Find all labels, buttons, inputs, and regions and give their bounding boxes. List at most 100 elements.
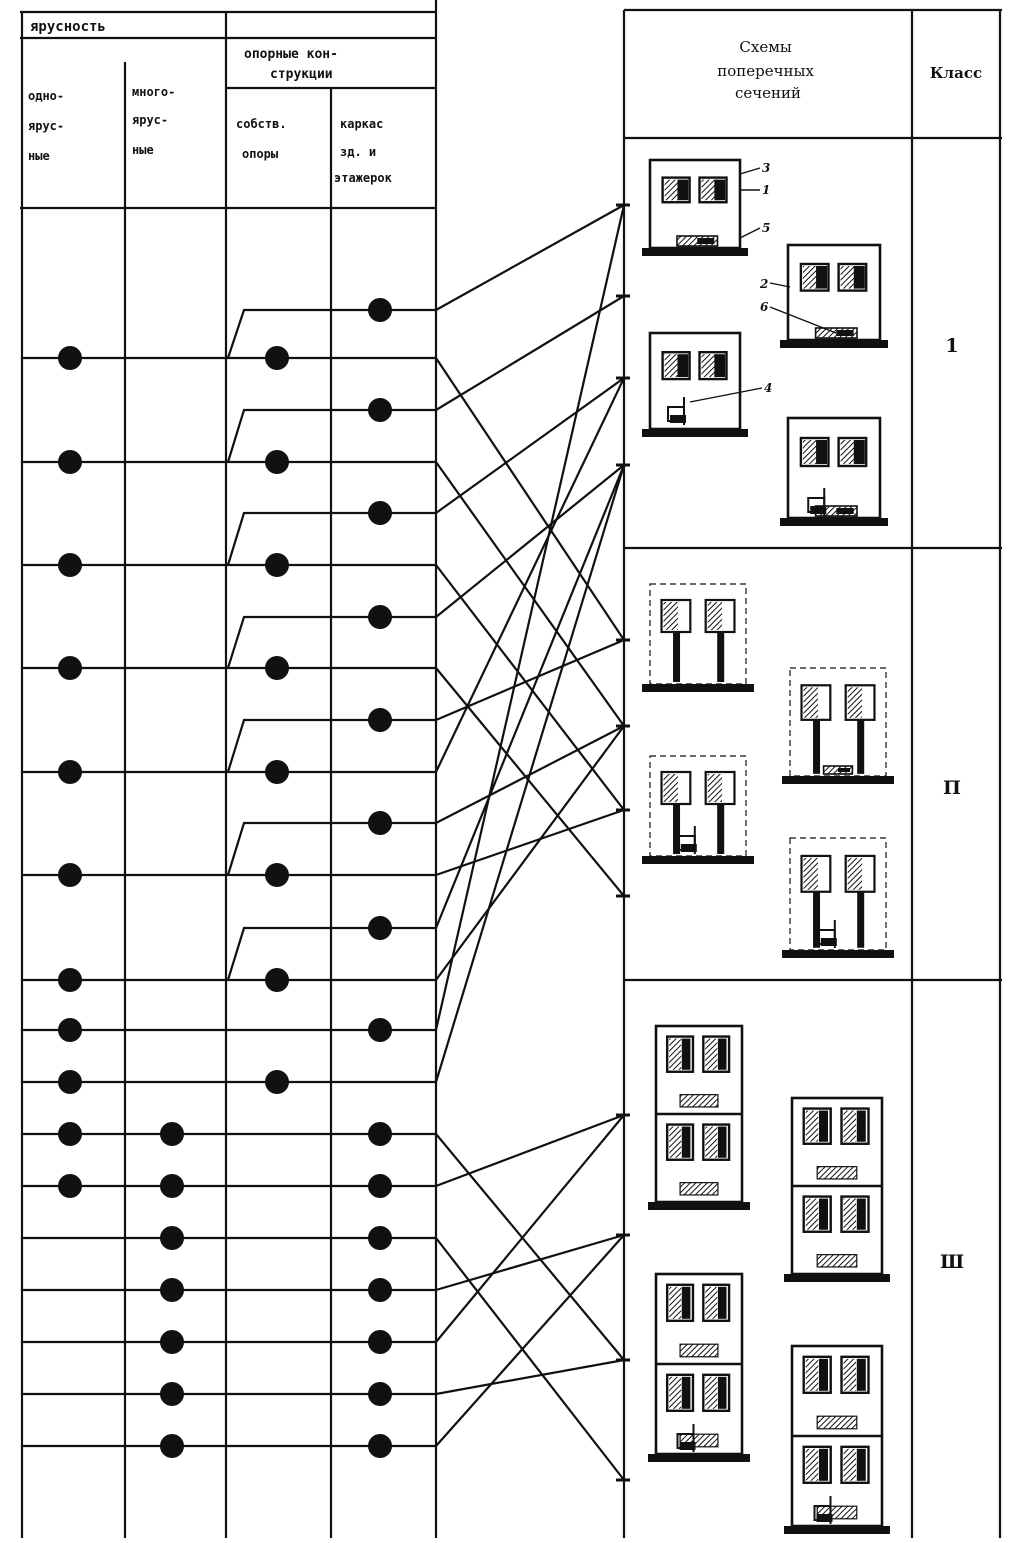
- row-dot: [160, 1382, 184, 1406]
- tower-bundle-hatch: [705, 1376, 718, 1409]
- row-dot: [368, 1122, 392, 1146]
- callout-3: 3: [762, 161, 770, 175]
- row-dot: [160, 1226, 184, 1250]
- row-dot: [265, 450, 289, 474]
- connection-line: [435, 357, 625, 641]
- tower-bundle-fill: [819, 1448, 828, 1481]
- header-multi-tier: много- ярус- ные: [132, 85, 183, 157]
- tower-bundle-fill: [717, 1126, 727, 1158]
- row-dot: [160, 1330, 184, 1354]
- frame-outline: [786, 243, 882, 342]
- truck-base: [816, 1514, 833, 1522]
- scheme-multilevel: [784, 1344, 890, 1534]
- row-dot: [160, 1122, 184, 1146]
- connection-line: [435, 377, 625, 773]
- tower-bundle-fill: [681, 1376, 691, 1409]
- connection-line: [435, 1114, 625, 1343]
- pylon-bundle-hatch: [663, 602, 678, 630]
- cable-bundle-hatch: [802, 440, 819, 464]
- connection-line: [435, 638, 625, 722]
- pylon-bundle-hatch: [803, 857, 818, 890]
- pylon-bundle-hatch: [663, 774, 678, 802]
- tower-bundle-fill: [819, 1110, 828, 1142]
- truck-base: [670, 415, 686, 423]
- tower-tray: [816, 1166, 858, 1180]
- connection-line: [435, 464, 625, 618]
- right-table-frame: [622, 8, 1002, 1538]
- pylon-bundle-hatch: [707, 774, 723, 802]
- frame-outline: [786, 416, 882, 520]
- tower-bundle-fill: [856, 1448, 866, 1481]
- callout-6: 6: [760, 300, 769, 314]
- connection-line: [435, 295, 625, 411]
- tower-bundle-hatch: [805, 1448, 819, 1481]
- connection-line: [434, 464, 626, 1083]
- ground-slab: [648, 1202, 750, 1210]
- scheme-pylon: [782, 667, 894, 784]
- connection-line: [435, 1237, 625, 1481]
- tower-bundle-hatch: [843, 1198, 857, 1230]
- tower-bundle-fill: [717, 1376, 727, 1409]
- pylon-post: [813, 719, 821, 774]
- pylon-bundle-hatch: [803, 687, 818, 718]
- connection-line: [435, 1234, 625, 1447]
- row-dot: [368, 1174, 392, 1198]
- tower-tray: [816, 1415, 858, 1430]
- header-support-title: опорные кон- струкции: [244, 47, 346, 82]
- tower-bundle-hatch: [669, 1286, 682, 1319]
- ground-slab: [782, 776, 894, 784]
- connection-line: [435, 377, 625, 514]
- pylon-post: [813, 891, 821, 948]
- row-dot: [58, 1174, 82, 1198]
- truck-base: [810, 506, 827, 514]
- tower-bundle-hatch: [805, 1110, 819, 1142]
- tower-bundle-fill: [681, 1038, 691, 1070]
- callouts: [689, 167, 837, 403]
- cross-section-schemes: [642, 158, 894, 1534]
- scheme-pylon: [782, 837, 894, 958]
- pylon-bundle-hatch: [707, 602, 723, 630]
- row-dot: [265, 760, 289, 784]
- callout-1: 1: [762, 183, 770, 197]
- tower-bundle-fill: [819, 1358, 828, 1391]
- row-dot: [368, 1382, 392, 1406]
- row-dot: [368, 1018, 392, 1042]
- row-dots: [58, 298, 392, 1458]
- row-dot: [368, 398, 392, 422]
- cable-bundle-fill: [677, 354, 689, 378]
- row-dot: [58, 760, 82, 784]
- ground-slab: [784, 1526, 890, 1534]
- pylon-post: [857, 719, 865, 774]
- connection-line: [435, 1358, 625, 1396]
- scheme-frame: [780, 243, 888, 348]
- tower-tray: [679, 1343, 719, 1358]
- row-dot: [368, 298, 392, 322]
- scheme-frame: [642, 331, 748, 437]
- pylon-post: [717, 632, 725, 682]
- connection-line: [435, 808, 625, 877]
- frame-outline: [648, 331, 742, 431]
- tower-tray: [679, 1182, 719, 1196]
- tower-tray: [816, 1254, 858, 1268]
- header-building-frame: каркас зд. и этажерок: [334, 117, 393, 185]
- row-dot: [58, 450, 82, 474]
- callout-2: 2: [759, 277, 768, 291]
- row-dot: [368, 605, 392, 629]
- scheme-frame: [780, 416, 888, 526]
- cable-bundle-hatch: [840, 440, 856, 464]
- row-dot: [368, 1330, 392, 1354]
- cable-bundle-fill: [677, 179, 689, 201]
- tower-bundle-fill: [856, 1198, 866, 1230]
- left-table-frame: [20, 0, 438, 1538]
- class-label-1: 1: [945, 335, 958, 357]
- class-label-2: П: [943, 777, 961, 799]
- ground-slab: [780, 340, 888, 348]
- tower-bundle-hatch: [843, 1110, 857, 1142]
- connection-end-ticks: [616, 203, 630, 1482]
- row-lines: [22, 308, 436, 1448]
- pylon-post: [673, 632, 681, 682]
- connection-line: [435, 725, 625, 981]
- tower-bundle-fill: [717, 1286, 727, 1319]
- row-dot: [58, 1122, 82, 1146]
